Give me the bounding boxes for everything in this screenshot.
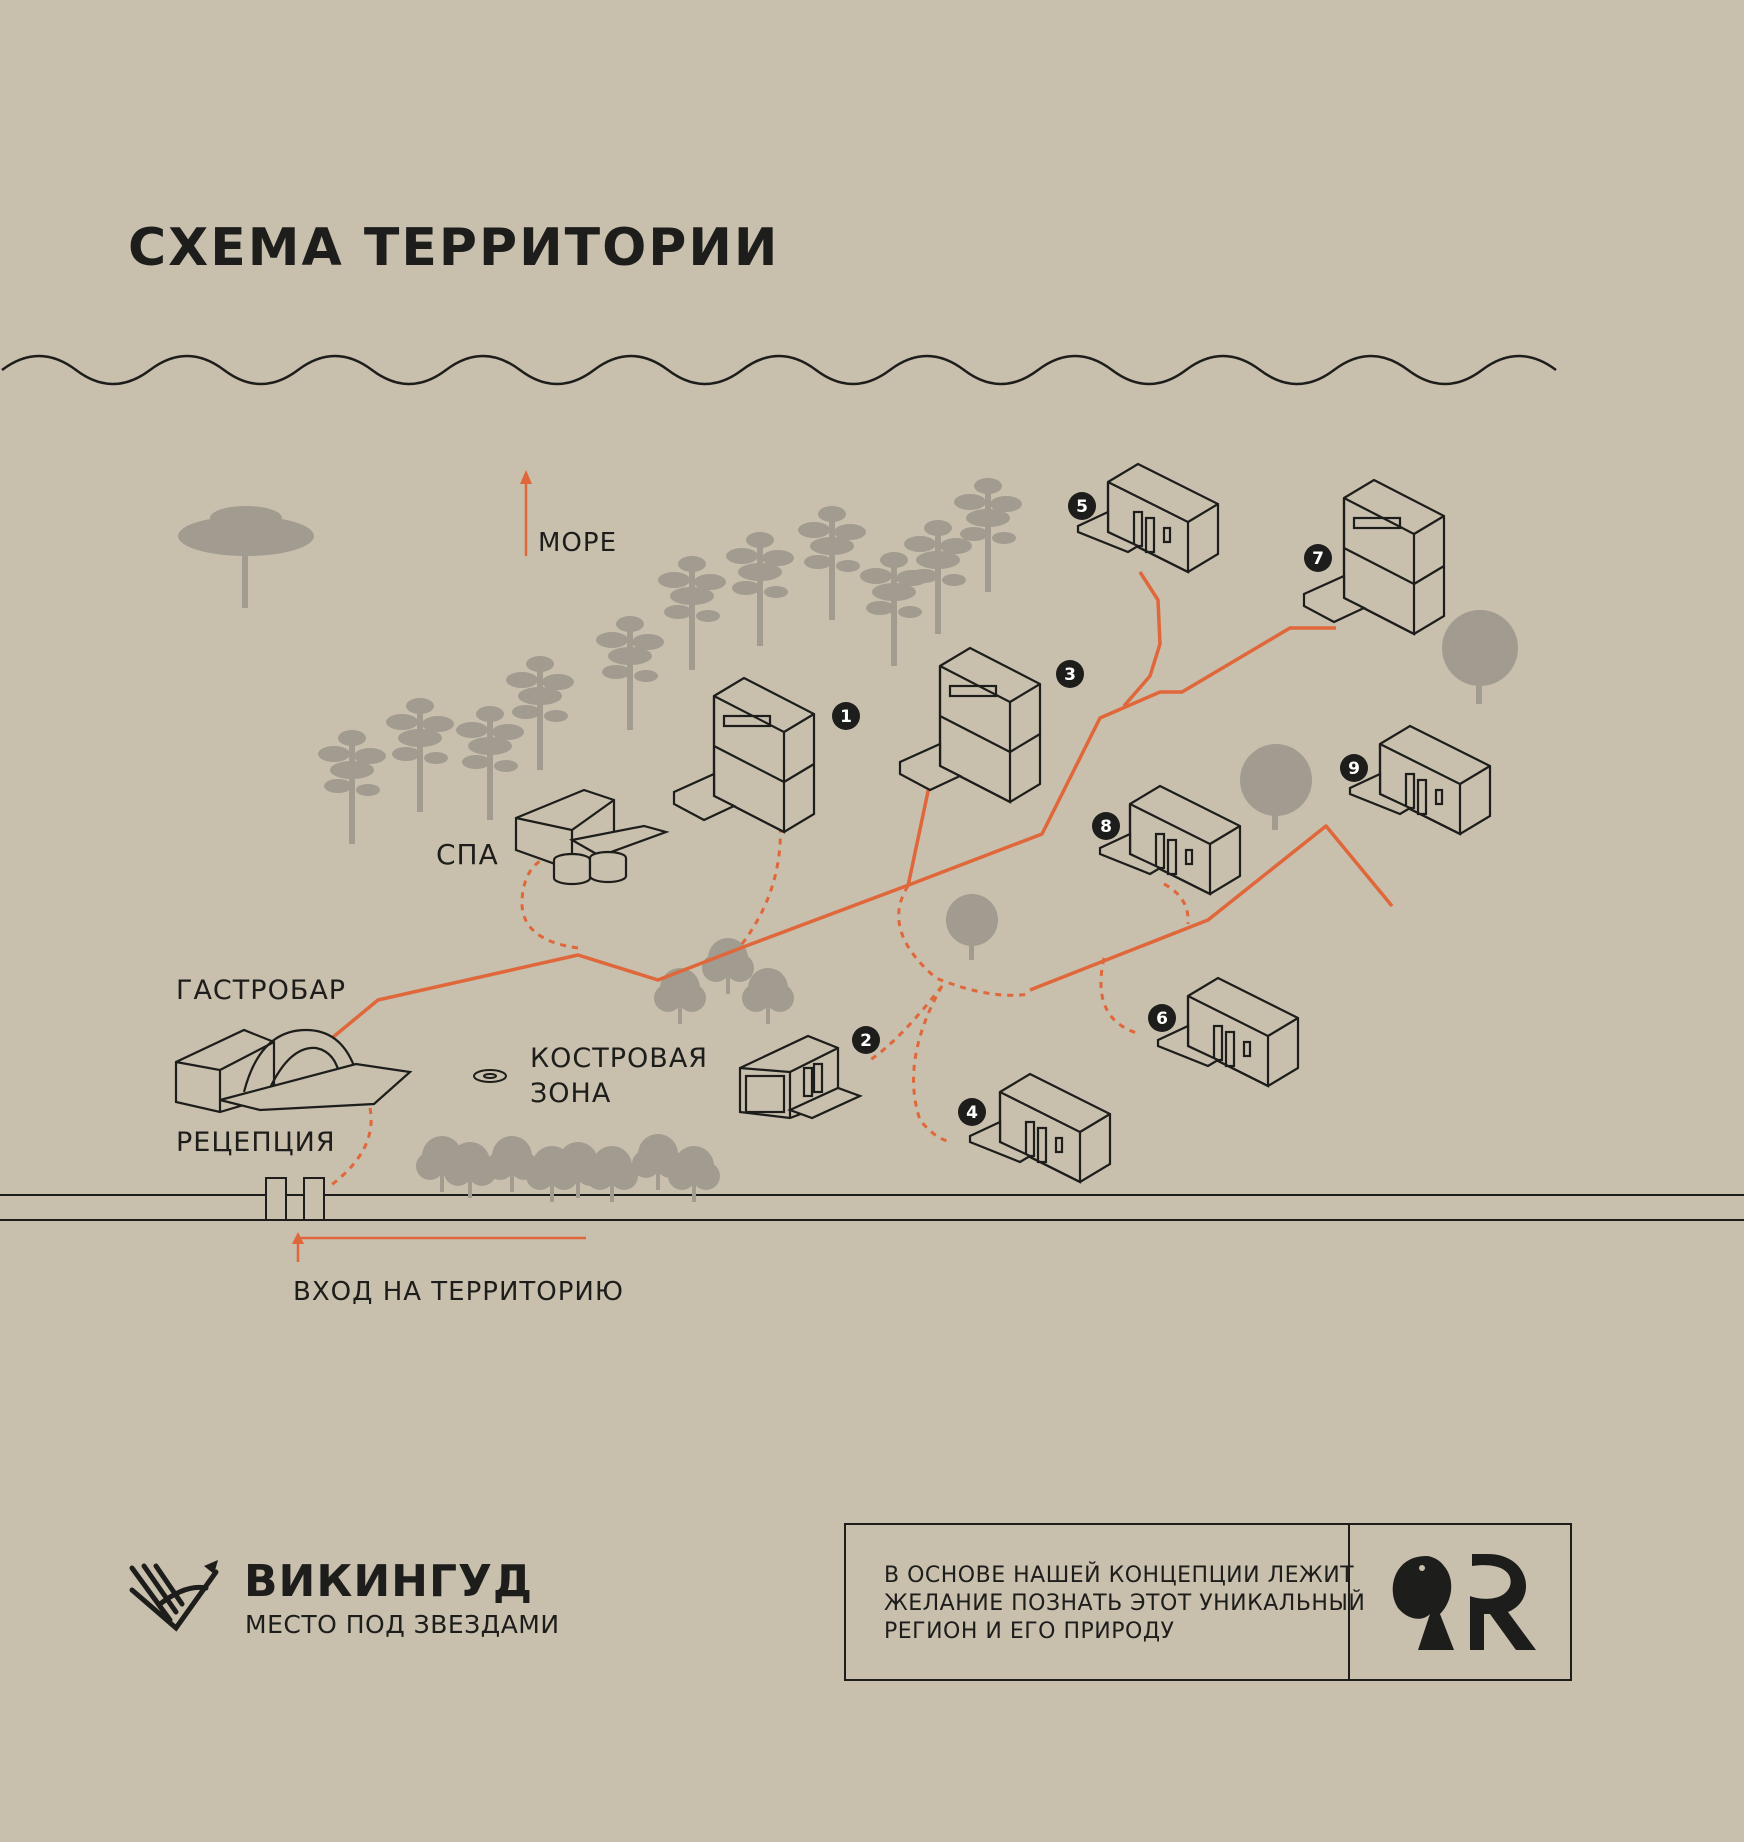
- concept-info-box: В ОСНОВЕ НАШЕЙ КОНЦЕПЦИИ ЛЕЖИТ ЖЕЛАНИЕ П…: [844, 1523, 1572, 1681]
- tree-right-top: [1442, 610, 1518, 704]
- road: [0, 1194, 1744, 1221]
- brand-tagline: МЕСТО ПОД ЗВЕЗДАМИ: [245, 1610, 560, 1639]
- label-fire-zone-line1: КОСТРОВАЯ: [530, 1043, 709, 1074]
- house-number-1: 1: [840, 707, 852, 727]
- house-number-4: 4: [966, 1103, 978, 1123]
- house-5: [1076, 462, 1220, 574]
- label-sea: МОРЕ: [538, 528, 618, 558]
- entrance-arrow-line: [296, 1236, 586, 1262]
- tree-center: [946, 894, 998, 960]
- label-reception: РЕЦЕПЦИЯ: [176, 1127, 336, 1158]
- house-number-5: 5: [1076, 497, 1088, 517]
- house-badge-9: 9: [1340, 754, 1368, 782]
- house-badge-4: 4: [958, 1098, 986, 1126]
- house-6: [1156, 976, 1300, 1088]
- sea-waves: [1, 354, 1557, 386]
- house-number-8: 8: [1100, 817, 1112, 837]
- tree-right-mid: [1240, 744, 1312, 830]
- gastrobar-building: [174, 1028, 413, 1114]
- label-spa: СПА: [436, 838, 499, 871]
- house-number-3: 3: [1064, 665, 1076, 685]
- house-number-9: 9: [1348, 759, 1360, 779]
- emblem-icon: [1392, 1554, 1536, 1650]
- info-line-3: РЕГИОН И ЕГО ПРИРОДУ: [884, 1619, 1175, 1644]
- house-number-6: 6: [1156, 1009, 1168, 1029]
- house-badge-3: 3: [1056, 660, 1084, 688]
- info-divider: [1348, 1525, 1350, 1679]
- label-fire-zone-line2: ЗОНА: [530, 1078, 612, 1109]
- acacia-tree: [178, 506, 314, 608]
- label-gastrobar: ГАСТРОБАР: [176, 975, 347, 1006]
- house-3: [898, 646, 1042, 804]
- house-badge-8: 8: [1092, 812, 1120, 840]
- house-badge-7: 7: [1304, 544, 1332, 572]
- house-1: [672, 676, 816, 834]
- house-badge-5: 5: [1068, 492, 1096, 520]
- bushes-center: [654, 938, 794, 1024]
- spa-building: [514, 788, 670, 886]
- house-number-2: 2: [860, 1031, 872, 1051]
- house-number-7: 7: [1312, 549, 1324, 569]
- pine-forest: [318, 478, 1022, 844]
- bushes-bottom: [416, 1134, 720, 1202]
- house-badge-1: 1: [832, 702, 860, 730]
- house-9: [1348, 724, 1492, 836]
- sea-arrow-head: [520, 470, 532, 484]
- entrance-arrow-head: [292, 1232, 304, 1244]
- house-badge-2: 2: [852, 1026, 880, 1054]
- vikingud-logo-mark: [129, 1560, 219, 1632]
- page-title: СХЕМА ТЕРРИТОРИИ: [128, 218, 780, 278]
- house-badges: 1 2 3 4 5 6 7 8 9: [832, 492, 1368, 1126]
- fire-pit: [473, 1069, 507, 1083]
- info-line-2: ЖЕЛАНИЕ ПОЗНАТЬ ЭТОТ УНИКАЛЬНЫЙ: [884, 1591, 1366, 1616]
- house-2: [738, 1034, 863, 1120]
- house-4: [968, 1072, 1112, 1184]
- house-badge-6: 6: [1148, 1004, 1176, 1032]
- info-line-1: В ОСНОВЕ НАШЕЙ КОНЦЕПЦИИ ЛЕЖИТ: [884, 1563, 1355, 1588]
- brand-name: ВИКИНГУД: [244, 1556, 534, 1607]
- label-entrance: ВХОД НА ТЕРРИТОРИЮ: [293, 1277, 624, 1307]
- entrance-gate: [265, 1177, 325, 1221]
- house-8: [1098, 784, 1242, 896]
